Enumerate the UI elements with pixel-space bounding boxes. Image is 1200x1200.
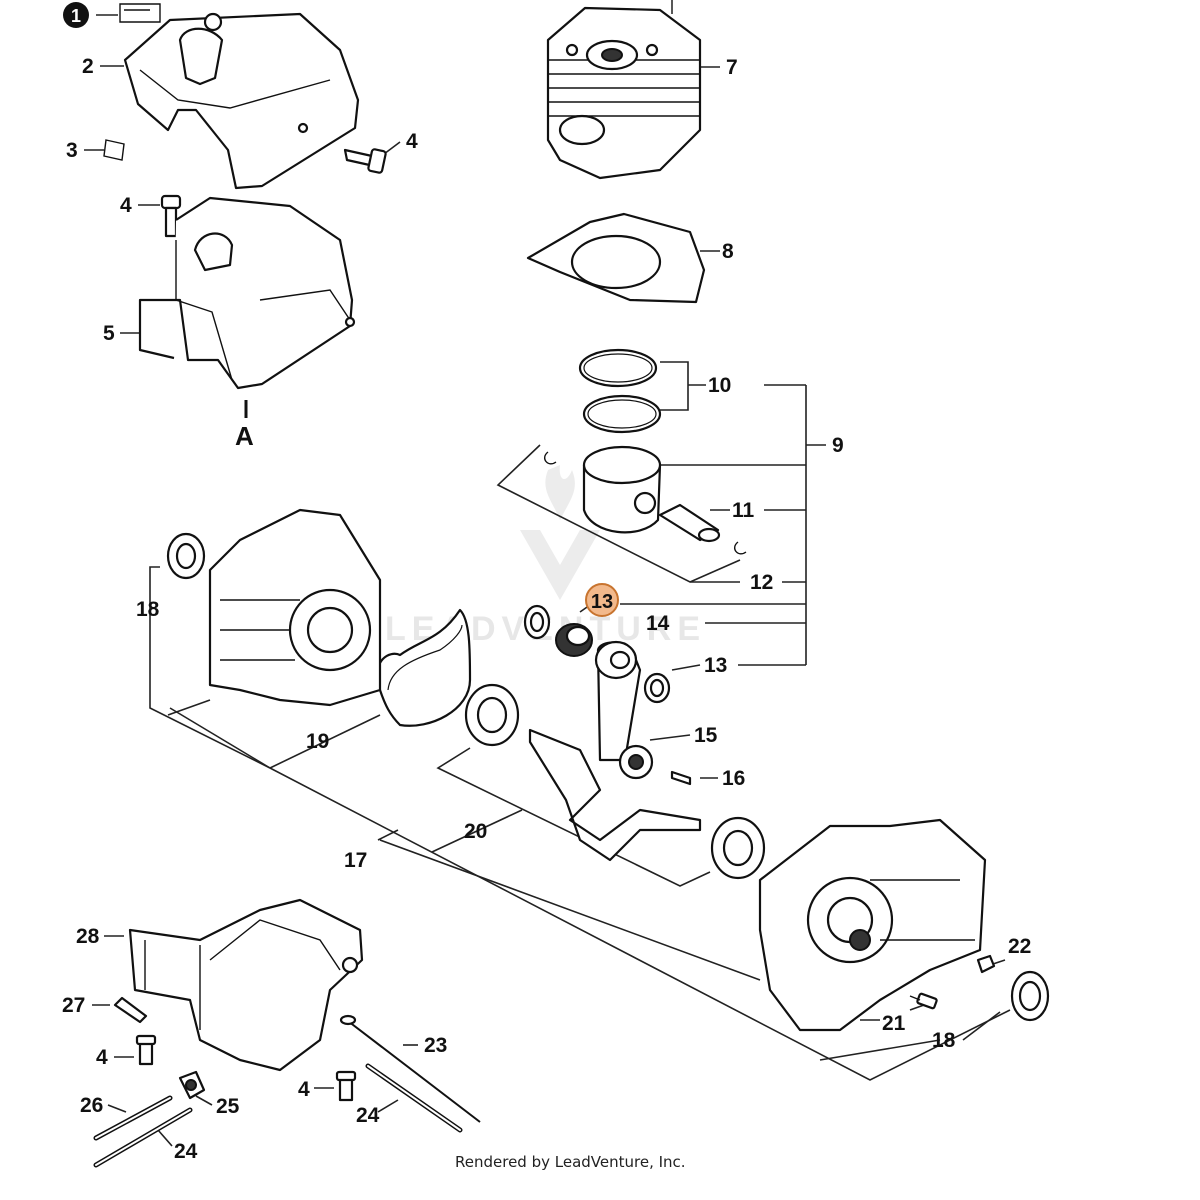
screw-4d-icon [335, 1070, 357, 1102]
pin-27-icon [113, 996, 148, 1024]
callout-7[interactable]: 7 [726, 56, 738, 79]
callout-15[interactable]: 15 [694, 724, 718, 747]
rod-26-icon [93, 1095, 173, 1141]
leader-lines [84, 14, 1011, 1147]
oil-seal-18b-icon [1010, 970, 1050, 1022]
callout-11[interactable]: 11 [732, 499, 755, 522]
screw-4b-icon [160, 194, 182, 238]
screw-21-icon [909, 992, 938, 1010]
callout-4-top[interactable]: 4 [406, 130, 418, 153]
callout-19[interactable]: 19 [306, 730, 329, 753]
cylinder-7-icon [546, 0, 702, 180]
callout-9[interactable]: 9 [832, 434, 844, 457]
callout-13-highlighted-text: 13 [591, 591, 613, 613]
callout-16[interactable]: 16 [722, 767, 745, 790]
footer-credit: Rendered by LeadVenture, Inc. [455, 1153, 686, 1171]
screw-4c-icon [135, 1034, 157, 1066]
rod-24a-icon [93, 1107, 193, 1168]
key-16-icon [670, 770, 692, 786]
callout-1[interactable]: 1 [63, 2, 89, 28]
grommet-25-icon [178, 1070, 206, 1100]
callout-21[interactable]: 21 [882, 1012, 906, 1035]
callout-25[interactable]: 25 [216, 1095, 240, 1118]
callout-2[interactable]: 2 [82, 55, 94, 78]
piston-icon [544, 445, 747, 555]
shroud-5-icon [138, 196, 356, 390]
top-cover-icon [123, 12, 360, 190]
callout-A[interactable]: A [235, 421, 254, 451]
callout-3[interactable]: 3 [66, 139, 78, 162]
callout-10[interactable]: 10 [708, 374, 731, 397]
callout-17[interactable]: 17 [344, 849, 367, 872]
gasket-8-icon [526, 212, 706, 304]
bearing-20a-icon [464, 683, 520, 747]
callout-24-right[interactable]: 24 [356, 1104, 380, 1127]
callout-28[interactable]: 28 [76, 925, 100, 948]
callout-1-text: 1 [71, 6, 81, 26]
callout-18-right[interactable]: 18 [932, 1029, 956, 1052]
decal-3-icon [103, 139, 125, 161]
callout-18-left[interactable]: 18 [136, 598, 160, 621]
callout-4-bottom[interactable]: 4 [298, 1078, 310, 1101]
needle-bearing-14-icon [555, 623, 593, 657]
nut-22-icon [976, 954, 996, 974]
crankcase-left-icon [208, 508, 382, 707]
piston-rings-10-icon [578, 348, 662, 434]
callout-5[interactable]: 5 [103, 322, 115, 345]
decal-1-icon [119, 3, 161, 23]
callout-13[interactable]: 13 [704, 654, 727, 677]
callout-24-left[interactable]: 24 [174, 1140, 198, 1163]
rod-23-icon [339, 1014, 481, 1123]
crankshaft-15-icon [528, 640, 702, 862]
callout-12[interactable]: 12 [750, 571, 773, 594]
bearing-20b-icon [710, 816, 766, 880]
housing-28-icon [128, 898, 364, 1072]
piston-pin-11-icon [658, 503, 721, 543]
washer-13b-icon [643, 672, 671, 704]
callout-14[interactable]: 14 [646, 612, 670, 635]
gasket-19-icon [376, 608, 472, 727]
oil-seal-18a-icon [166, 532, 206, 580]
callout-8[interactable]: 8 [722, 240, 734, 263]
callout-20[interactable]: 20 [464, 820, 487, 843]
washer-13-icon [523, 604, 551, 640]
screw-4-icon [343, 148, 387, 174]
callout-26[interactable]: 26 [80, 1094, 103, 1117]
callout-4-housing[interactable]: 4 [96, 1046, 108, 1069]
rod-24b-icon [365, 1063, 463, 1133]
callout-13-highlighted[interactable]: 13 [585, 583, 619, 617]
callout-22[interactable]: 22 [1008, 935, 1031, 958]
crankcase-right-icon [758, 818, 987, 1032]
callout-4-shroud[interactable]: 4 [120, 194, 132, 217]
callout-23[interactable]: 23 [424, 1034, 447, 1057]
callout-27[interactable]: 27 [62, 994, 85, 1017]
